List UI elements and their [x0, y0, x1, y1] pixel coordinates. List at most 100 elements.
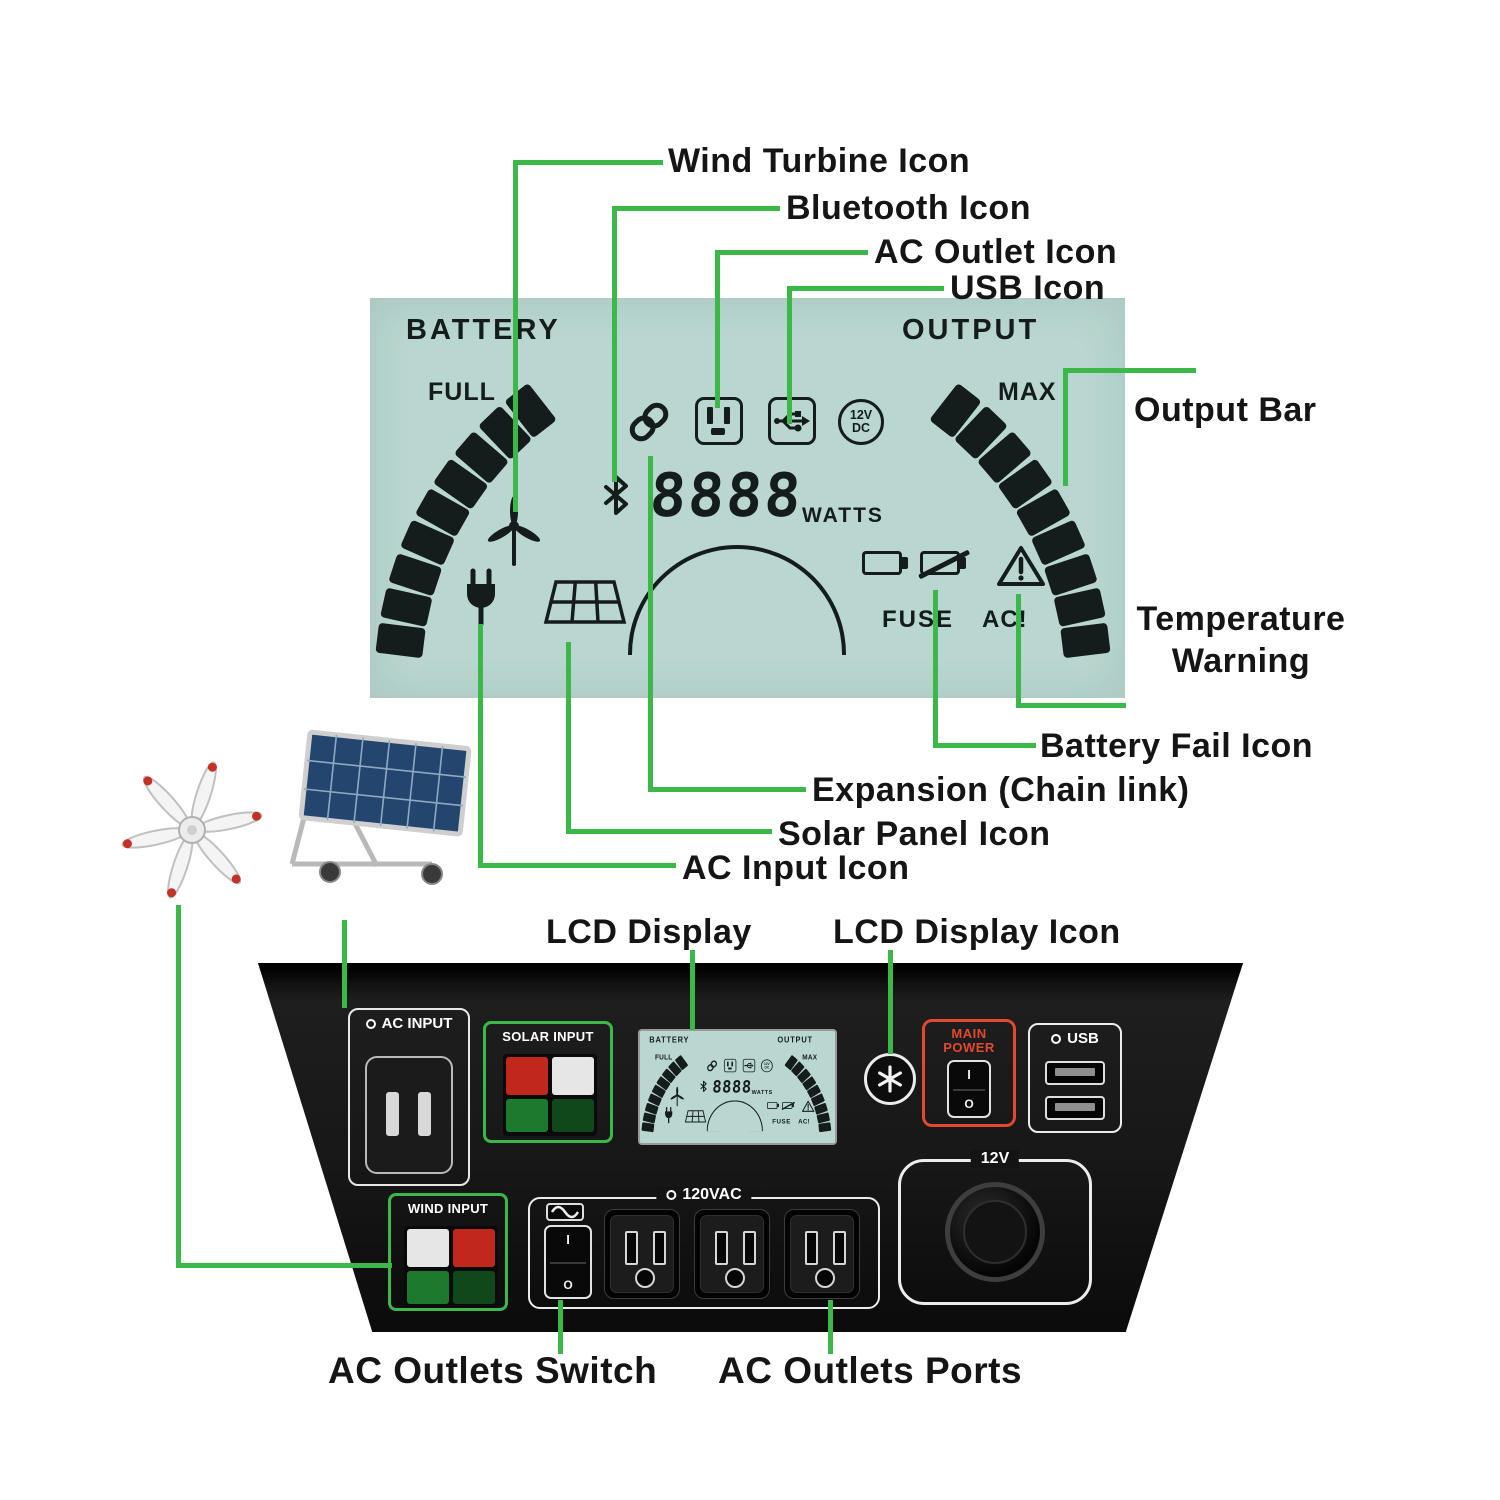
wind-input-port-label: WIND INPUT — [407, 1201, 489, 1216]
ac-outlets-group: 120VAC I O — [528, 1186, 880, 1309]
callout-line — [933, 590, 938, 748]
gauge-segment — [375, 622, 426, 659]
callout-line — [1016, 703, 1126, 708]
ac-outlet-port — [604, 1209, 680, 1299]
dc-line1: 12V — [763, 1061, 770, 1066]
temperature-warning-icon — [801, 1100, 815, 1114]
battery-icon — [862, 551, 910, 579]
callout-line — [513, 160, 518, 512]
callout-line — [513, 160, 663, 165]
connector-lever — [552, 1057, 594, 1095]
callout-line — [478, 863, 676, 868]
callout-ac-input-label: AC Input Icon — [682, 849, 910, 887]
battery-fail-icon — [918, 549, 970, 579]
bluetooth-icon — [700, 1080, 707, 1093]
outlet-slot — [625, 1231, 638, 1265]
ac-outlet-port — [694, 1209, 770, 1299]
connector-lever — [407, 1229, 449, 1267]
callout-lcd-display-icon-label: LCD Display Icon — [833, 913, 1121, 951]
usb-icon — [742, 1058, 756, 1073]
usb-tongue — [1055, 1103, 1095, 1111]
callout-line — [933, 743, 1036, 748]
outlet-ground-hole — [815, 1268, 835, 1288]
callout-ac-outlets-switch-label: AC Outlets Switch — [328, 1350, 658, 1391]
ac-outlet-port — [784, 1209, 860, 1299]
solar-input-port-group: SOLAR INPUT — [483, 1021, 613, 1143]
dc-line1: 12V — [849, 408, 873, 422]
switch-off-mark: O — [563, 1278, 573, 1292]
ac-outlets-header: 120VAC — [656, 1186, 752, 1204]
outlet-slot — [833, 1231, 846, 1265]
dc-12v-port-group: 12V — [898, 1150, 1092, 1305]
solar-input-connector — [503, 1054, 597, 1136]
callout-line — [715, 250, 720, 408]
callout-solar-panel-label: Solar Panel Icon — [778, 815, 1051, 853]
callout-battery-fail-label: Battery Fail Icon — [1040, 727, 1314, 765]
indicator-dot-icon — [1051, 1033, 1062, 1044]
wind-turbine-icon — [669, 1086, 686, 1109]
solar-panel-icon — [542, 578, 628, 637]
main-power-line2: POWER — [943, 1040, 995, 1055]
main-power-switch[interactable]: I O — [947, 1060, 991, 1118]
watts-unit-label: WATTS — [802, 504, 884, 527]
callout-line — [176, 905, 181, 1268]
lcd-brightness-icon — [878, 1065, 902, 1093]
callout-wind-turbine-label: Wind Turbine Icon — [668, 142, 971, 180]
callout-line — [828, 1300, 833, 1354]
outlet-face — [700, 1215, 764, 1293]
switch-on-mark: I — [967, 1067, 971, 1082]
temperature-line: Temperature — [1136, 600, 1346, 638]
callout-line — [478, 624, 483, 868]
outlet-ground-hole — [635, 1268, 655, 1288]
outlet-face — [610, 1215, 674, 1293]
power-station-panel: AC INPUT SOLAR INPUT BATTERY OUTPUT FULL… — [258, 963, 1243, 1332]
ac-input-header: AC INPUT — [350, 1010, 468, 1032]
usb-port — [1045, 1061, 1105, 1085]
ac-alert-label: AC! — [798, 1117, 810, 1126]
callout-line — [715, 250, 868, 255]
ac-outlets-switch[interactable]: I O — [544, 1225, 592, 1299]
lcd-output-label: OUTPUT — [777, 1035, 813, 1045]
connector-base — [453, 1271, 495, 1304]
12v-dc-icon: 12V DC — [838, 399, 884, 445]
panel-lcd-slot: BATTERY OUTPUT FULL MAX — [638, 1029, 837, 1145]
callout-line — [612, 206, 780, 211]
callout-line — [787, 286, 944, 291]
callout-line — [648, 787, 806, 792]
fuse-label: FUSE — [882, 606, 955, 633]
bluetooth-icon — [602, 474, 630, 521]
outlet-slot — [715, 1231, 728, 1265]
outlet-slot — [805, 1231, 818, 1265]
callout-temperature-warning-label: Temperature Warning — [1128, 598, 1354, 682]
callout-line — [1063, 368, 1196, 373]
ac-input-plug-icon — [663, 1107, 675, 1126]
callout-lcd-display-label: LCD Display — [546, 913, 752, 951]
callout-line — [690, 950, 695, 1030]
callout-line — [558, 1300, 563, 1354]
main-power-line1: MAIN — [951, 1026, 987, 1041]
socket-slot — [418, 1092, 431, 1136]
usb-header: USB — [1030, 1025, 1120, 1047]
ac-outlets-label: 120VAC — [682, 1186, 742, 1203]
lcd-full-label: FULL — [654, 1053, 673, 1062]
main-power-label: MAIN POWER — [925, 1022, 1013, 1055]
solar-panel-photo — [289, 729, 472, 885]
ac-outlet-icon — [723, 1058, 737, 1073]
lcd-battery-label: BATTERY — [649, 1035, 690, 1045]
lcd-brightness-button[interactable] — [864, 1053, 916, 1105]
lcd-dome-arc — [706, 1100, 763, 1132]
watts-value: 8888 — [711, 1076, 753, 1097]
12v-dc-icon: 12V DC — [760, 1059, 773, 1073]
dc-line2: DC — [764, 1065, 770, 1070]
usb-port-group: USB — [1028, 1023, 1122, 1133]
callout-line — [342, 920, 347, 1008]
callout-output-bar-label: Output Bar — [1134, 391, 1317, 429]
callout-bluetooth-label: Bluetooth Icon — [786, 189, 1031, 227]
wind-turbine-icon — [482, 496, 546, 573]
wind-turbine-photo — [121, 761, 263, 899]
usb-tongue — [1055, 1068, 1095, 1076]
expansion-chain-link-icon — [626, 399, 672, 450]
callout-line — [648, 456, 653, 792]
indicator-dot-icon — [666, 1190, 677, 1200]
